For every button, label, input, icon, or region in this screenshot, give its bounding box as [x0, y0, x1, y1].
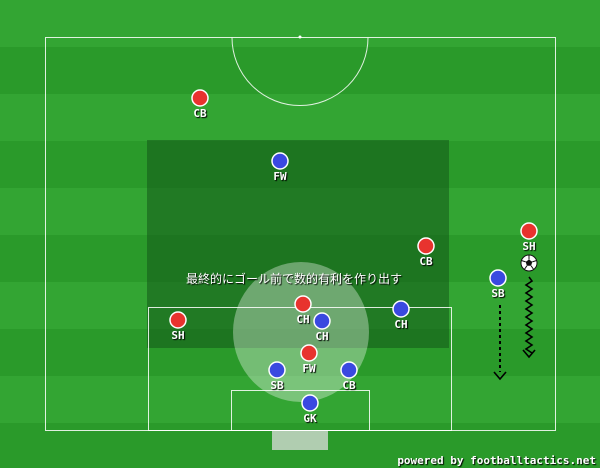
numerical-advantage-area [233, 262, 369, 402]
player-label: CH [394, 318, 408, 331]
player-marker-blue-gk [301, 394, 319, 412]
credit-text: powered by footballtactics.net [397, 454, 596, 467]
center-spot [298, 35, 302, 39]
player-marker-red-cb [417, 237, 435, 255]
player-label: CH [296, 313, 310, 326]
player-label: CB [419, 255, 433, 268]
dribble-arrow [524, 276, 534, 354]
goal-area [231, 390, 370, 431]
player-marker-red-sh [520, 222, 538, 240]
player-marker-blue-ch [392, 300, 410, 318]
player-marker-red-cb [191, 89, 209, 107]
player-marker-red-ch [294, 295, 312, 313]
movement-arrows [493, 276, 536, 381]
dribble-arrow-head [522, 349, 536, 359]
goal [272, 431, 328, 450]
player-label: SH [171, 329, 185, 342]
player-marker-red-fw [300, 344, 318, 362]
player-label: SH [522, 240, 536, 253]
center-circle [231, 37, 369, 106]
player-label: CB [193, 107, 207, 120]
player-label: FW [273, 170, 287, 183]
player-marker-blue-sb [489, 269, 507, 287]
player-label: GK [303, 412, 317, 425]
players-layer [169, 89, 538, 412]
player-label: CB [342, 379, 356, 392]
player-marker-red-sh [169, 311, 187, 329]
player-marker-blue-ch [313, 312, 331, 330]
sb-arrow-head [493, 371, 507, 381]
player-marker-blue-fw [271, 152, 289, 170]
player-marker-blue-cb [340, 361, 358, 379]
soccer-ball-icon [520, 254, 538, 272]
player-label: CH [315, 330, 329, 343]
player-marker-blue-sb [268, 361, 286, 379]
tactic-caption: 最終的にゴール前で数的有利を作り出す [186, 272, 403, 286]
player-label: FW [302, 362, 316, 375]
player-label: SB [491, 287, 505, 300]
player-label: SB [270, 379, 284, 392]
